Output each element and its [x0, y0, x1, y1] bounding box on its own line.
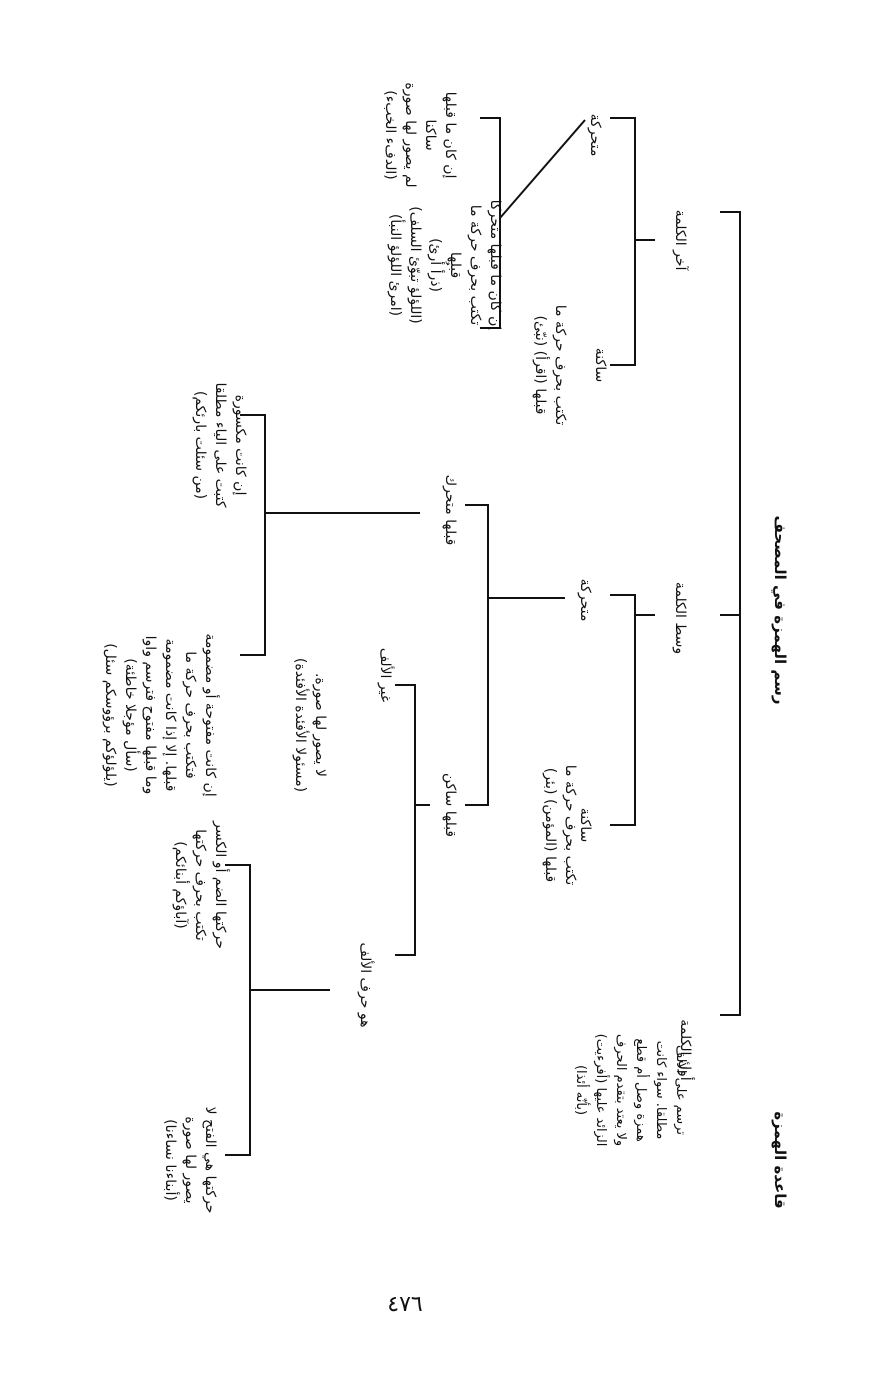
node-middle-of-word: وسط الكلمة	[672, 581, 688, 655]
mid-voweled-bracket	[465, 504, 489, 806]
page-number: ٤٧٦	[387, 1292, 423, 1317]
end-voweled-bracket	[480, 117, 501, 329]
node-mid-prev-voweled: قبلها متحرك	[442, 474, 458, 546]
middle-bracket	[610, 594, 636, 826]
node-alif-fatha: حركتها هي الفتح لا يصور لها صورة (أبناءن…	[162, 1106, 218, 1214]
root-bracket	[720, 211, 741, 1016]
diagram-title: رسم الهمزة في المصحف	[771, 515, 789, 705]
node-mid-sakin-rule: تكتب بحرف حركة ما قبلها (المؤمن) (بئر)	[542, 764, 578, 886]
node-start-rule: ترسم على الألف مطلقا. سواء كانت همزة وصل…	[573, 1033, 688, 1147]
node-end-sakin: ساكنة	[592, 347, 608, 383]
prev-voweled-bracket	[240, 414, 266, 656]
alif-bracket	[225, 864, 251, 1156]
node-end-voweled: متحركة	[587, 113, 603, 157]
prev-sakin-bracket	[395, 684, 416, 956]
node-prev-voweled-kasra: إن كانت مكسورة كتبت على الياء مطلقا (من …	[192, 382, 248, 508]
node-end-voweled-prev-voweled: إن كان ما قبلها متحركا تكتب بحرف حركة ما…	[387, 199, 503, 331]
node-end-of-word: آخر الكلمة	[672, 209, 688, 271]
node-mid-voweled: متحركة	[577, 578, 593, 622]
node-not-alif-rule: لا يصور لها صورة. (مسئولا الأفئدة الأفئد…	[292, 657, 328, 793]
end-voweled-diagonal	[499, 119, 586, 219]
node-not-alif: غير الألف	[377, 647, 393, 703]
end-bracket	[610, 117, 636, 366]
node-alif-damma-kasra: حركتها الضم أو الكسر تكتب بحرف حركتها (آ…	[172, 821, 228, 949]
node-is-alif: هو حرف الألف	[357, 942, 373, 1028]
node-mid-prev-sakin: قبلها ساكن	[442, 772, 458, 838]
diagram-subtitle: قاعدة الهمزة	[771, 1111, 789, 1209]
node-end-sakin-rule: تكتب بحرف حركة ما قبلها (اقرأ) (نبّئ)	[532, 304, 568, 426]
